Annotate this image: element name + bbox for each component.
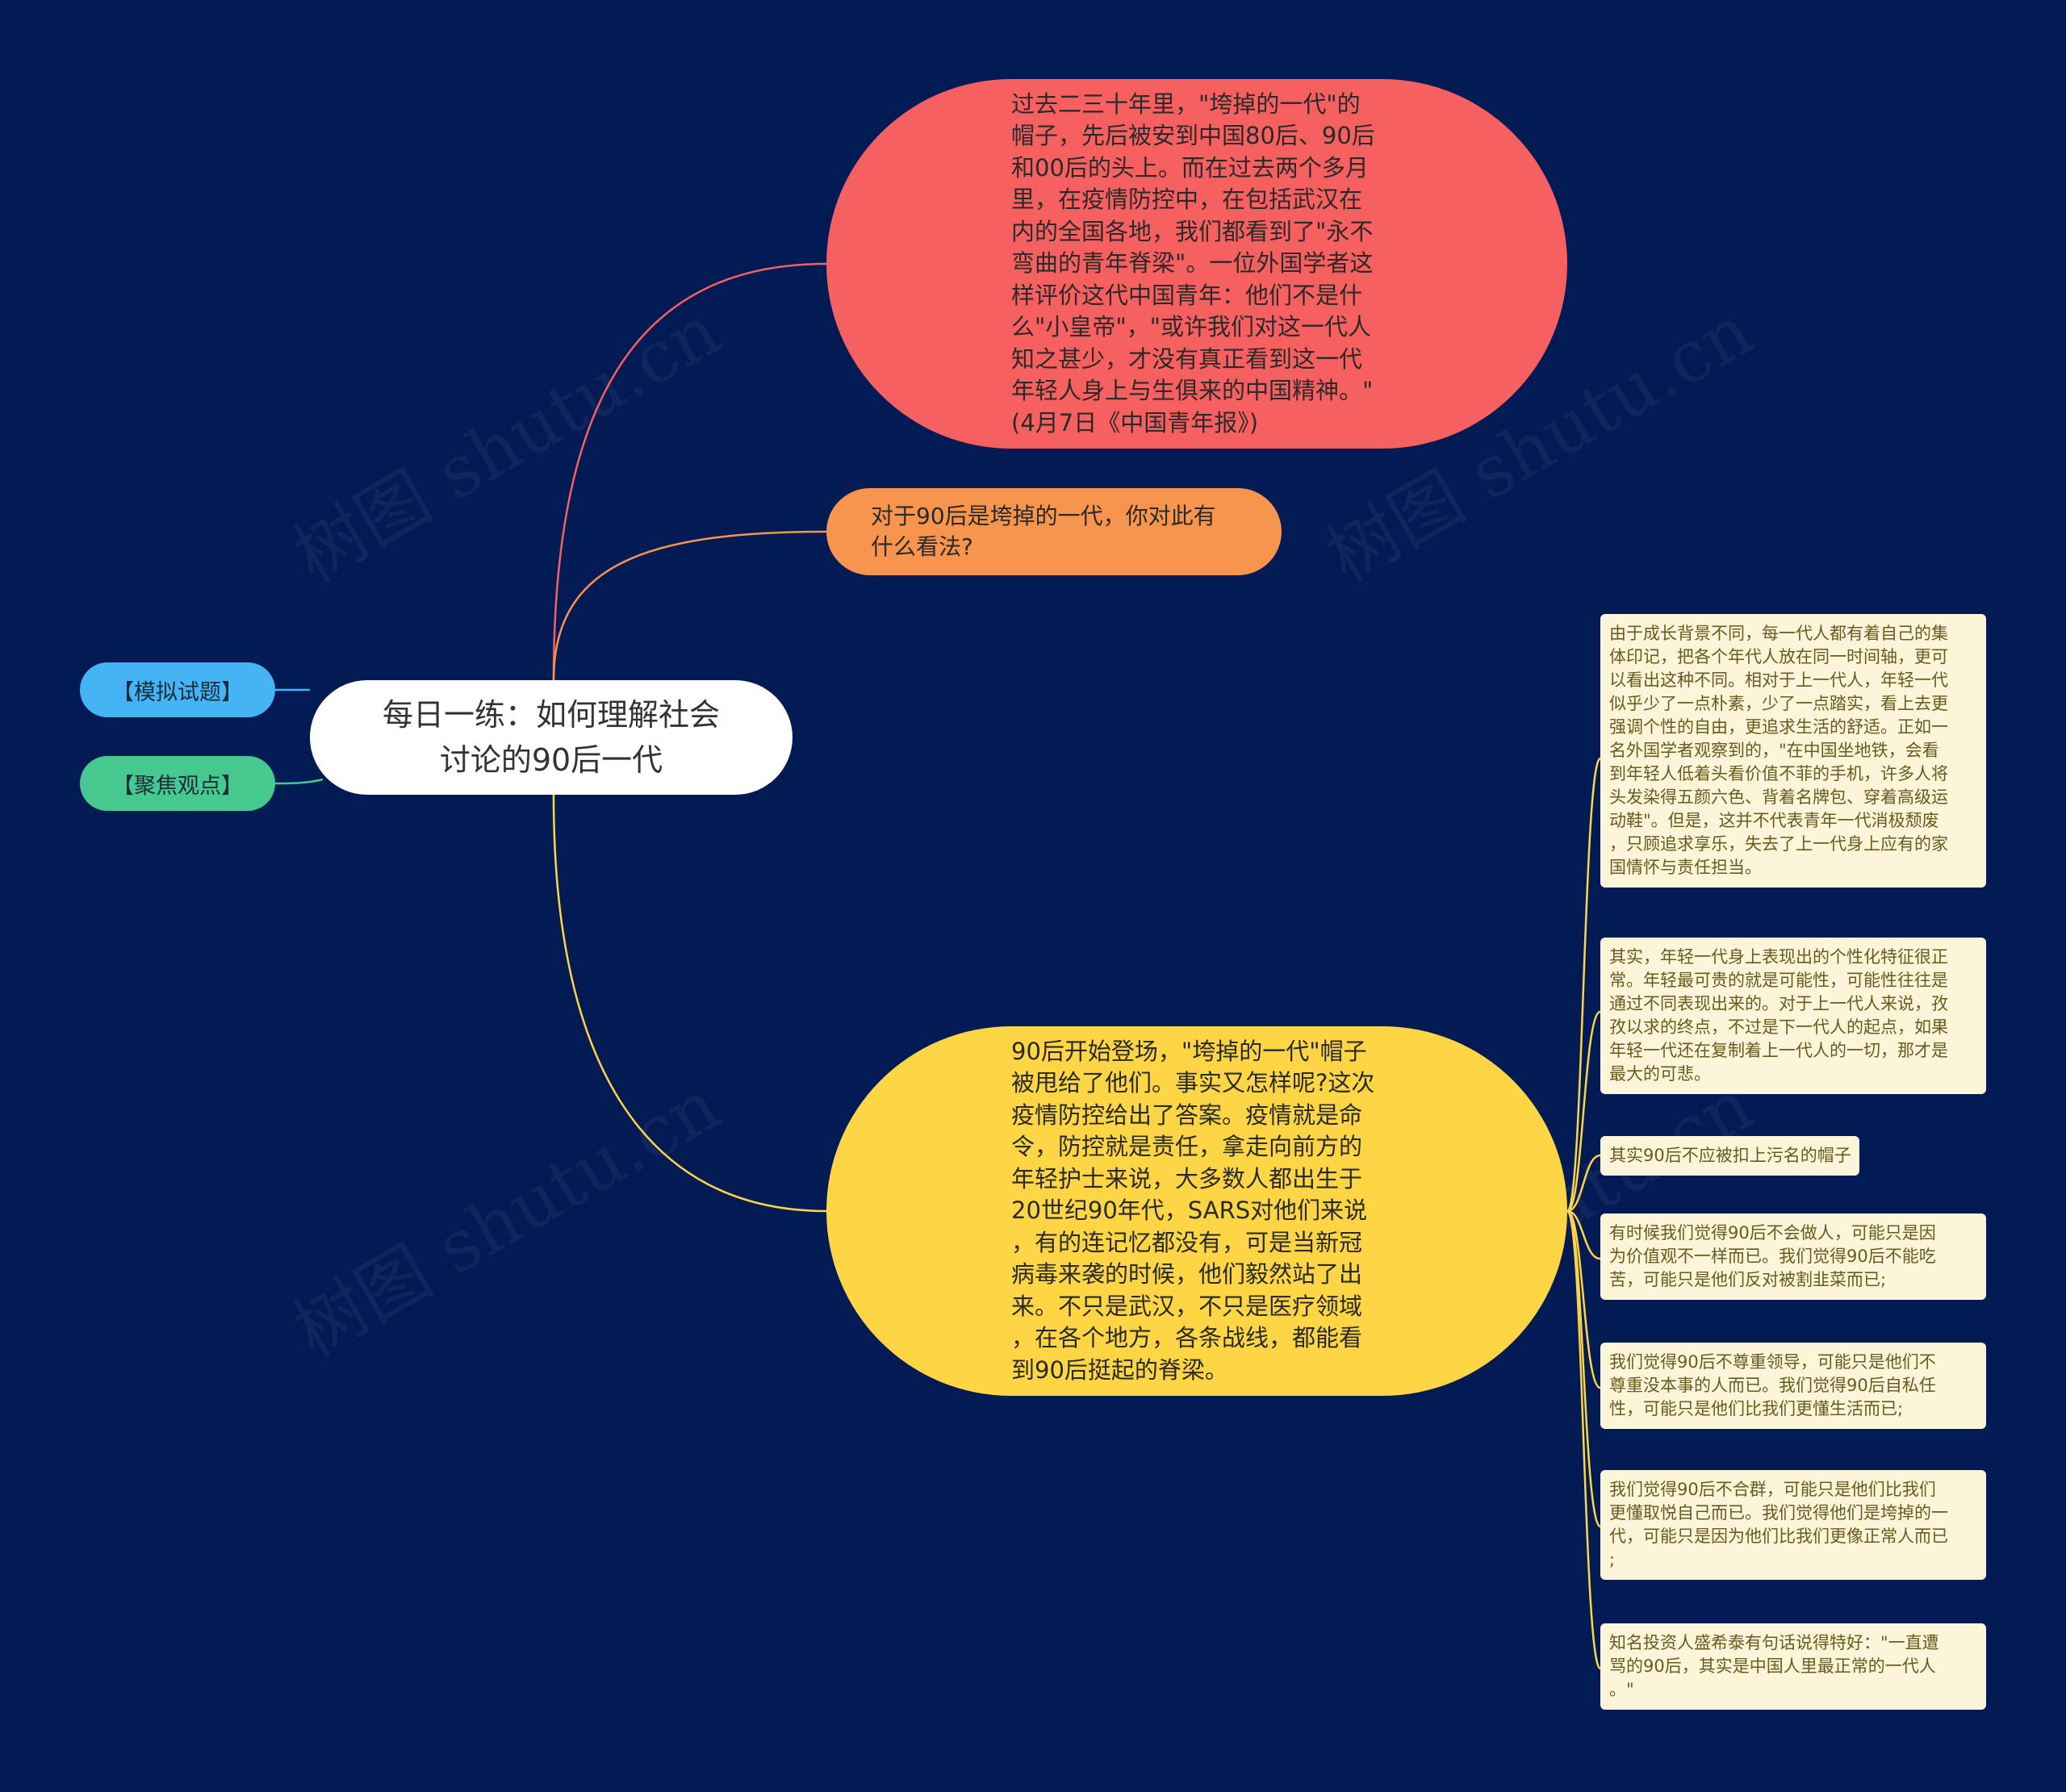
link-yellow-leaf-4 bbox=[1566, 1209, 1601, 1260]
root-topic[interactable]: 每日一练：如何理解社会 讨论的90后一代 bbox=[310, 680, 793, 795]
branch-question[interactable]: 对于90后是垮掉的一代，你对此有 什么看法? bbox=[826, 488, 1282, 575]
leaf-note-2[interactable]: 其实，年轻一代身上表现出的个性化特征很正 常。年轻最可贵的就是可能性，可能性往往… bbox=[1600, 938, 1986, 1094]
leaf-note-6[interactable]: 我们觉得90后不合群，可能只是他们比我们 更懂取悦自己而已。我们觉得他们是垮掉的… bbox=[1600, 1470, 1986, 1580]
leaf-note-7[interactable]: 知名投资人盛希泰有句话说得特好："一直遭 骂的90后，其实是中国人里最正常的一代… bbox=[1600, 1623, 1986, 1710]
link-yellow-leaf-5 bbox=[1566, 1209, 1601, 1389]
link-yellow-leaf-6 bbox=[1566, 1209, 1602, 1528]
tag-focus-viewpoint[interactable]: 【聚焦观点】 bbox=[80, 756, 275, 811]
link-yellow-leaf-1 bbox=[1566, 757, 1602, 1213]
leaf-note-3[interactable]: 其实90后不应被扣上污名的帽子 bbox=[1600, 1136, 1859, 1176]
branch-background[interactable]: 过去二三十年里，"垮掉的一代"的 帽子，先后被安到中国80后、90后 和00后的… bbox=[826, 79, 1567, 449]
link-yellow-leaf-7 bbox=[1566, 1209, 1602, 1670]
link-yellow-leaf-2 bbox=[1566, 1010, 1601, 1213]
link-root-yellow bbox=[552, 794, 827, 1213]
link-yellow-leaf-3 bbox=[1566, 1154, 1601, 1213]
link-root-orange bbox=[552, 530, 827, 681]
link-root-tag-green bbox=[274, 778, 324, 785]
tag-mock-exam[interactable]: 【模拟试题】 bbox=[80, 662, 275, 717]
branch-answer[interactable]: 90后开始登场，"垮掉的一代"帽子 被甩给了他们。事实又怎样呢?这次 疫情防控给… bbox=[826, 1026, 1567, 1396]
leaf-note-4[interactable]: 有时候我们觉得90后不会做人，可能只是因 为价值观不一样而已。我们觉得90后不能… bbox=[1600, 1213, 1986, 1300]
link-root-red bbox=[552, 262, 827, 681]
leaf-note-1[interactable]: 由于成长背景不同，每一代人都有着自己的集 体印记，把各个年代人放在同一时间轴，更… bbox=[1600, 614, 1986, 888]
leaf-note-5[interactable]: 我们觉得90后不尊重领导，可能只是他们不 尊重没本事的人而已。我们觉得90后自私… bbox=[1600, 1343, 1986, 1429]
